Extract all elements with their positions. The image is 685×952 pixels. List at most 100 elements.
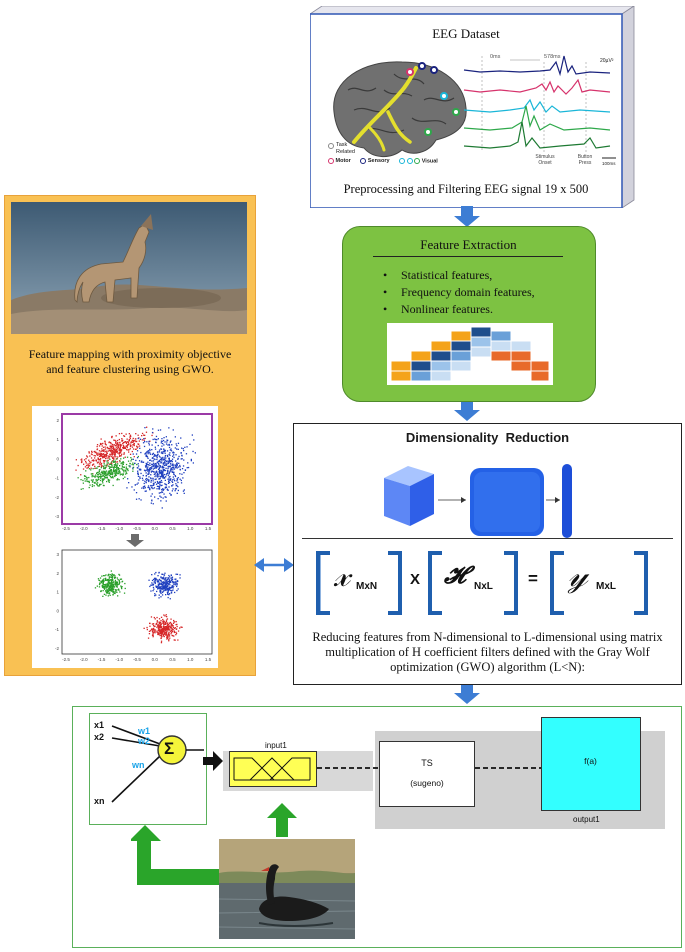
scatter-point: [174, 480, 176, 482]
scatter-point: [95, 467, 97, 469]
scatter-point: [121, 462, 123, 464]
scatter-point: [96, 472, 98, 474]
scatter-point: [109, 586, 112, 589]
scatter-point: [137, 472, 139, 474]
scatter-point: [85, 462, 87, 464]
scatter-point: [106, 464, 108, 466]
scatter-point: [160, 576, 162, 579]
scatter-point: [113, 466, 115, 468]
scatter-point: [173, 583, 175, 585]
scatter-point: [155, 464, 157, 466]
output1-block[interactable]: f(a): [541, 717, 641, 811]
input1-label: input1: [265, 741, 287, 750]
scatter-point: [163, 449, 165, 451]
scatter-point: [137, 470, 139, 472]
scatter-point: [125, 442, 128, 445]
scatter-point: [103, 467, 105, 469]
scatter-point: [156, 630, 158, 632]
scatter-point: [170, 478, 172, 480]
scatter-point: [166, 628, 169, 630]
scatter-point: [83, 459, 86, 461]
scatter-point: [111, 574, 114, 576]
scatter-point: [149, 459, 151, 461]
scatter-point: [153, 467, 156, 469]
scatter-point: [174, 582, 176, 584]
scatter-point: [112, 587, 114, 589]
scatter-point: [145, 465, 147, 467]
scatter-point: [137, 455, 139, 458]
scatter-point: [151, 460, 153, 462]
scatter-point: [159, 456, 161, 458]
scatter-point: [161, 474, 163, 476]
scatter-point: [108, 447, 111, 450]
scatter-point: [94, 476, 96, 478]
scatter-point: [105, 590, 107, 592]
scatter-point: [102, 581, 105, 583]
legend-task: Task Related: [328, 142, 366, 156]
scatter-point: [140, 472, 142, 475]
scatter-point: [104, 454, 106, 456]
scatter-point: [171, 471, 173, 473]
input1-membership-block[interactable]: [229, 751, 317, 787]
bottom-scatter-points: [94, 570, 183, 644]
scatter-point: [117, 445, 119, 447]
scatter-point: [165, 457, 167, 459]
scatter-point: [81, 460, 83, 462]
scatter-point: [175, 632, 178, 635]
scatter-point: [160, 500, 162, 502]
scatter-point: [145, 469, 147, 472]
scatter-point: [180, 437, 182, 439]
scatter-point: [161, 594, 164, 596]
scatter-point: [113, 574, 115, 576]
scatter-point: [137, 446, 139, 448]
scatter-point: [77, 477, 79, 479]
scatter-point: [155, 478, 157, 480]
scatter-point: [166, 636, 169, 639]
scatter-point: [165, 628, 168, 631]
scatter-point: [152, 487, 154, 490]
y-subscript: MxL: [596, 581, 616, 592]
scatter-point: [102, 579, 104, 581]
scatter-point: [161, 481, 163, 483]
scatter-point: [94, 467, 96, 469]
scatter-point: [151, 623, 154, 625]
scatter-point: [118, 580, 120, 582]
scatter-point: [157, 451, 159, 453]
scatter-point: [123, 452, 125, 454]
scatter-point: [162, 577, 164, 579]
scatter-point: [158, 581, 160, 583]
scatter-point: [118, 574, 121, 576]
scatter-point: [134, 440, 136, 442]
scatter-point: [107, 459, 109, 461]
scatter-point: [105, 474, 107, 476]
scatter-point: [156, 623, 158, 625]
scatter-point: [165, 594, 167, 596]
scatter-point: [156, 579, 159, 581]
scatter-point: [179, 468, 181, 471]
scatter-point: [161, 573, 163, 575]
scatter-point: [108, 441, 110, 444]
down-arrow-1-icon: [454, 206, 480, 227]
scatter-point: [121, 439, 123, 441]
membership-functions-icon: [233, 757, 311, 781]
scatter-point: [161, 474, 163, 477]
scatter-point: [109, 471, 111, 473]
stimulus-label: Stimulus Onset: [535, 154, 555, 166]
ts-sugeno-block[interactable]: TS (sugeno): [379, 741, 475, 807]
scatter-point: [154, 454, 156, 456]
scatter-point: [96, 483, 98, 485]
scatter-point: [162, 469, 164, 471]
scatter-point: [181, 458, 183, 460]
scatter-point: [105, 444, 107, 446]
x-matrix-bracket: 𝓍 MxN: [316, 551, 402, 615]
scatter-point: [119, 452, 121, 454]
scatter-point: [158, 571, 160, 574]
scatter-point: [108, 456, 110, 458]
scatter-point: [105, 584, 107, 587]
scatter-point: [103, 460, 105, 462]
tick-label: -2.5: [62, 526, 70, 531]
scatter-point: [121, 467, 123, 469]
scatter-point: [135, 440, 137, 443]
scatter-point: [126, 487, 128, 489]
scatter-point: [101, 454, 103, 457]
